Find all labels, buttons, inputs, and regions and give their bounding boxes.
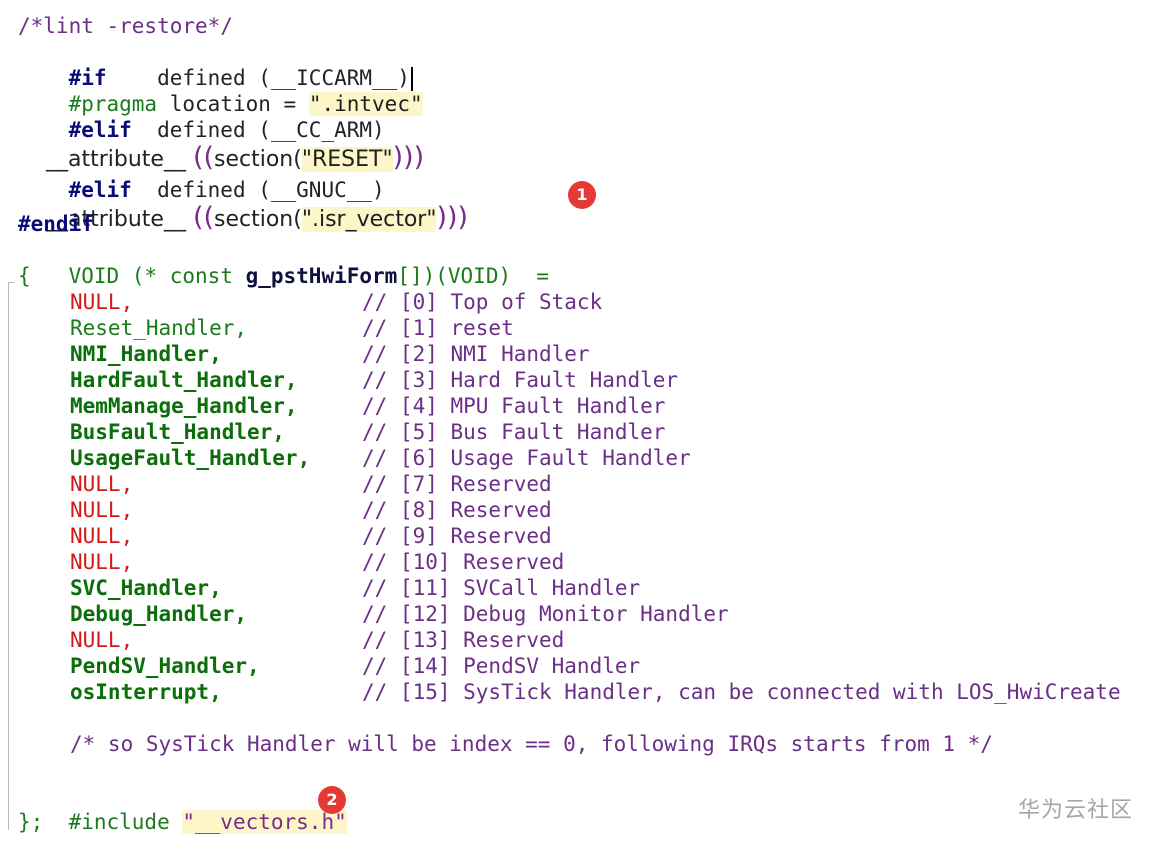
entry-handler: UsageFault_Handler, [70, 446, 311, 470]
code-line-block-comment: /* so SysTick Handler will be index == 0… [70, 732, 993, 756]
pragma-keyword: #pragma [68, 92, 158, 116]
attribute-open-paren: (( [192, 142, 215, 173]
pragma-text: location = [157, 92, 309, 116]
entry-handler: NMI_Handler, [70, 342, 222, 366]
entry-handler: BusFault_Handler, [70, 420, 285, 444]
code-line-close-brace: }; [18, 810, 44, 834]
attribute-keyword: __attribute__ [45, 147, 193, 172]
annotation-badge-1: 1 [568, 181, 596, 209]
entry-handler: osInterrupt, [70, 680, 222, 704]
entry-handler: NULL, [70, 550, 134, 574]
entry-comment: // [14] PendSV Handler [362, 654, 641, 678]
declaration-suffix: [])(VOID) = [397, 264, 550, 288]
text-caret [410, 67, 413, 91]
code-line-lint-restore: /*lint -restore*/ [18, 14, 233, 38]
if-condition: defined (__ICCARM__) [157, 66, 410, 90]
entry-handler: NULL, [70, 524, 134, 548]
entry-comment: // [15] SysTick Handler, can be connecte… [362, 680, 1121, 704]
fold-guide [8, 282, 19, 830]
attribute-close-paren: ))) [436, 202, 469, 233]
vector-table-entry: osInterrupt, // [15] SysTick Handler, can… [18, 679, 1153, 705]
annotation-badge-2: 2 [318, 786, 346, 814]
entry-comment: // [9] Reserved [362, 524, 552, 548]
vector-table-entry: NULL, // [8] Reserved [18, 497, 1153, 523]
vector-table-entry: HardFault_Handler, // [3] Hard Fault Hand… [18, 367, 1153, 393]
entry-comment: // [10] Reserved [362, 550, 565, 574]
entry-handler: NULL, [70, 498, 134, 522]
code-line-elif-gnuc: #elif defined (__GNUC__) [18, 151, 385, 202]
fold-guide-top [8, 282, 14, 283]
code-line-elif-cc-arm: #elif defined (__CC_ARM) [18, 91, 385, 142]
pragma-string: ".intvec" [308, 92, 423, 116]
section-string-isr-vector: ".isr_vector" [301, 207, 437, 232]
entry-comment: // [12] Debug Monitor Handler [362, 602, 729, 626]
elif-keyword: #elif [68, 118, 132, 142]
vector-table-entry: BusFault_Handler, // [5] Bus Fault Handle… [18, 419, 1153, 445]
entry-handler: NULL, [70, 290, 134, 314]
entry-comment: // [13] Reserved [362, 628, 565, 652]
entry-comment: // [6] Usage Fault Handler [362, 446, 691, 470]
code-line-declaration: VOID (* const g_pstHwiForm[])(VOID) = [18, 237, 549, 288]
code-line-attribute-reset: __attribute__ ((section("RESET"))) [18, 119, 424, 172]
entry-comment: // [11] SVCall Handler [362, 576, 641, 600]
entry-handler: NULL, [70, 628, 134, 652]
vector-table-entry: Debug_Handler, // [12] Debug Monitor Hand… [18, 601, 1153, 627]
vector-table-entry: SVC_Handler, // [11] SVCall Handler [18, 575, 1153, 601]
vector-table-entry: NULL, // [9] Reserved [18, 523, 1153, 549]
watermark: 华为云社区 [1017, 798, 1133, 823]
entry-handler: NULL, [70, 472, 134, 496]
entry-handler: HardFault_Handler, [70, 368, 298, 392]
vector-table-entry: NULL, // [0] Top of Stack [18, 289, 1153, 315]
declaration-name: g_pstHwiForm [245, 264, 398, 288]
entry-handler: MemManage_Handler, [70, 394, 298, 418]
entry-comment: // [1] reset [362, 316, 514, 340]
vector-table-entry: NULL, // [7] Reserved [18, 471, 1153, 497]
if-keyword: #if [68, 66, 107, 90]
vector-table-entry: PendSV_Handler, // [14] PendSV Handler [18, 653, 1153, 679]
entry-comment: // [3] Hard Fault Handler [362, 368, 679, 392]
elif-condition: defined (__CC_ARM) [157, 118, 385, 142]
entry-handler: Reset_Handler, [70, 316, 248, 340]
code-line-if: #if defined (__ICCARM__) [18, 39, 413, 91]
code-line-pragma: #pragma location = ".intvec" [18, 65, 423, 116]
vector-table-entry: NULL, // [10] Reserved [18, 549, 1153, 575]
attribute-keyword: __attribute__ [45, 207, 193, 232]
elif-keyword: #elif [68, 178, 132, 202]
vector-table-entry: NMI_Handler, // [2] NMI Handler [18, 341, 1153, 367]
section-keyword: section( [214, 147, 302, 172]
code-line-endif: #endif [18, 212, 94, 236]
entry-comment: // [0] Top of Stack [362, 290, 603, 314]
entry-handler: PendSV_Handler, [70, 654, 260, 678]
entry-comment: // [2] NMI Handler [362, 342, 590, 366]
attribute-open-paren: (( [192, 202, 215, 233]
vector-table-entry: Reset_Handler, // [1] reset [18, 315, 1153, 341]
declaration-type: VOID (* const [68, 264, 246, 288]
elif-condition: defined (__GNUC__) [157, 178, 385, 202]
vector-table-entry: MemManage_Handler, // [4] MPU Fault Handl… [18, 393, 1153, 419]
entry-comment: // [8] Reserved [362, 498, 552, 522]
entry-comment: // [7] Reserved [362, 472, 552, 496]
entry-handler: SVC_Handler, [70, 576, 222, 600]
entry-comment: // [5] Bus Fault Handler [362, 420, 666, 444]
entry-handler: Debug_Handler, [70, 602, 248, 626]
include-keyword: #include [68, 810, 183, 834]
code-line-include: #include "__vectors.h" [18, 783, 347, 834]
section-string-reset: "RESET" [301, 147, 393, 172]
code-line-attribute-isr-vector: __attribute__ ((section(".isr_vector"))) [18, 179, 468, 232]
vector-table-entry: NULL, // [13] Reserved [18, 627, 1153, 653]
entry-comment: // [4] MPU Fault Handler [362, 394, 666, 418]
section-keyword: section( [214, 207, 302, 232]
code-line-open-brace: { [18, 264, 31, 288]
include-string: "__vectors.h" [182, 810, 347, 834]
vector-table-entry: UsageFault_Handler, // [6] Usage Fault Ha… [18, 445, 1153, 471]
attribute-close-paren: ))) [392, 142, 425, 173]
